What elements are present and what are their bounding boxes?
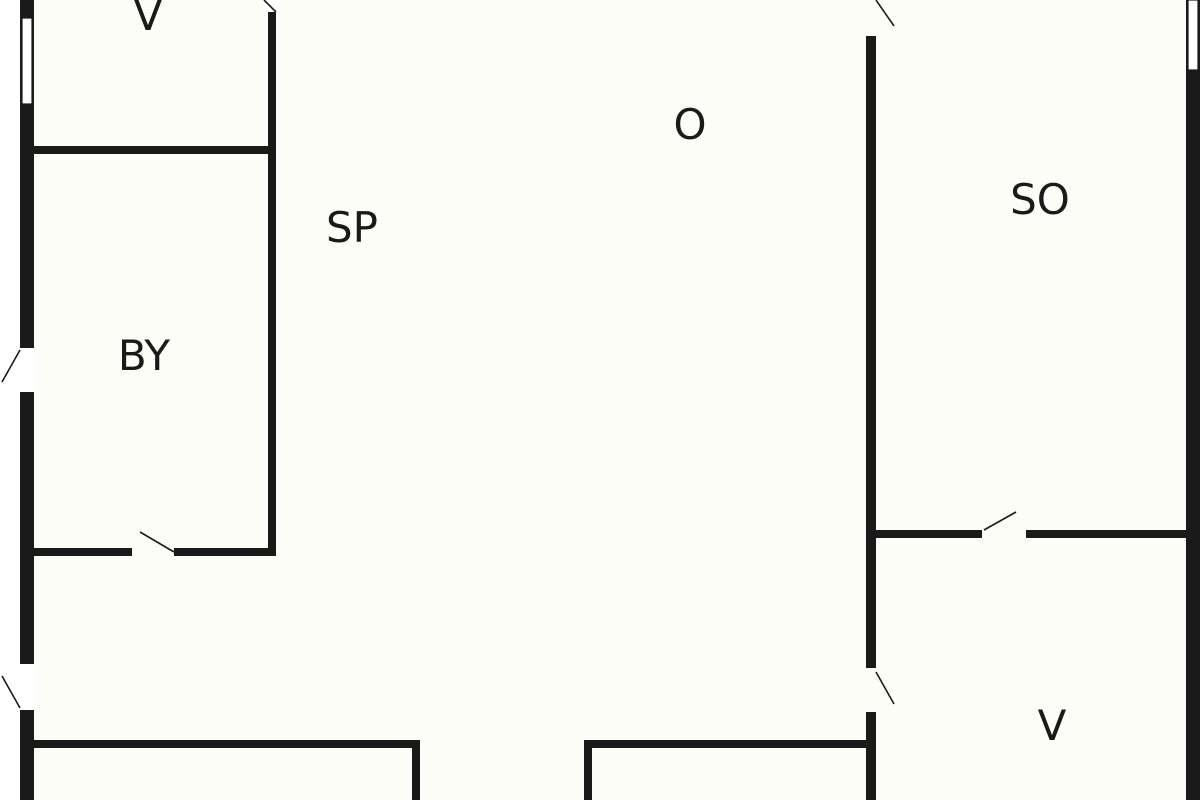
room-label-v-bottom: V xyxy=(1037,701,1067,750)
door-gap-left-lower xyxy=(18,664,36,710)
wall-v-top-right xyxy=(268,0,276,152)
window-right-top xyxy=(1187,0,1199,71)
wall-bottom-middle-left xyxy=(584,740,592,800)
wall-center-vertical-lower xyxy=(866,712,876,800)
room-label-by: BY xyxy=(117,331,171,380)
door-swing-v-bottom xyxy=(875,671,895,705)
door-swing-so-top xyxy=(875,0,895,27)
wall-by-bottom-right xyxy=(174,548,276,556)
wall-by-right xyxy=(268,146,276,556)
wall-so-bottom-right xyxy=(1026,530,1190,538)
door-swing-v-top xyxy=(263,0,277,13)
wall-bottom-left-top xyxy=(30,740,420,748)
wall-by-bottom-left xyxy=(30,548,132,556)
room-label-v-top: V xyxy=(133,0,163,40)
wall-so-bottom-left xyxy=(866,530,982,538)
room-label-o: O xyxy=(673,100,707,149)
floor-area xyxy=(30,0,1190,800)
room-label-sp: SP xyxy=(326,203,378,252)
door-gap-left-upper xyxy=(18,348,36,392)
window-left-top xyxy=(21,17,33,105)
door-swing-left-upper xyxy=(1,349,21,383)
exterior-wall-left xyxy=(20,0,34,800)
wall-v-top-bottom xyxy=(30,146,276,154)
wall-bottom-left-right xyxy=(412,740,420,800)
door-swing-left-lower xyxy=(1,675,21,709)
door-swing-by xyxy=(139,531,175,553)
door-swing-so xyxy=(983,511,1017,531)
exterior-wall-right xyxy=(1186,0,1200,800)
room-label-so: SO xyxy=(1010,175,1070,224)
wall-center-vertical xyxy=(866,36,876,668)
wall-bottom-middle-top xyxy=(584,740,876,748)
